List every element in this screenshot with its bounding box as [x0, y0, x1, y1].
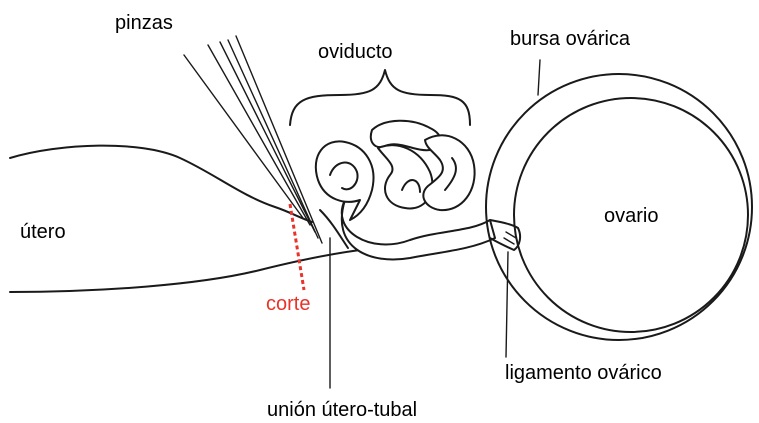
- label-union: unión útero-tubal: [267, 399, 417, 421]
- label-oviducto: oviducto: [318, 41, 393, 63]
- oviduct-coils: [316, 121, 495, 260]
- label-utero: útero: [20, 221, 66, 243]
- uterus: [10, 146, 360, 292]
- uterus-lower-outline: [10, 250, 360, 292]
- uterus-upper-outline: [10, 146, 312, 222]
- label-pinzas: pinzas: [115, 12, 173, 34]
- label-corte: corte: [266, 293, 310, 315]
- label-bursa: bursa ovárica: [510, 28, 631, 50]
- oviduct-bracket: [290, 70, 470, 125]
- label-ligamento: ligamento ovárico: [505, 362, 662, 384]
- ligament-leader: [506, 252, 508, 357]
- label-ovario: ovario: [604, 205, 658, 227]
- forceps: [184, 36, 322, 243]
- bursa-leader: [538, 60, 540, 95]
